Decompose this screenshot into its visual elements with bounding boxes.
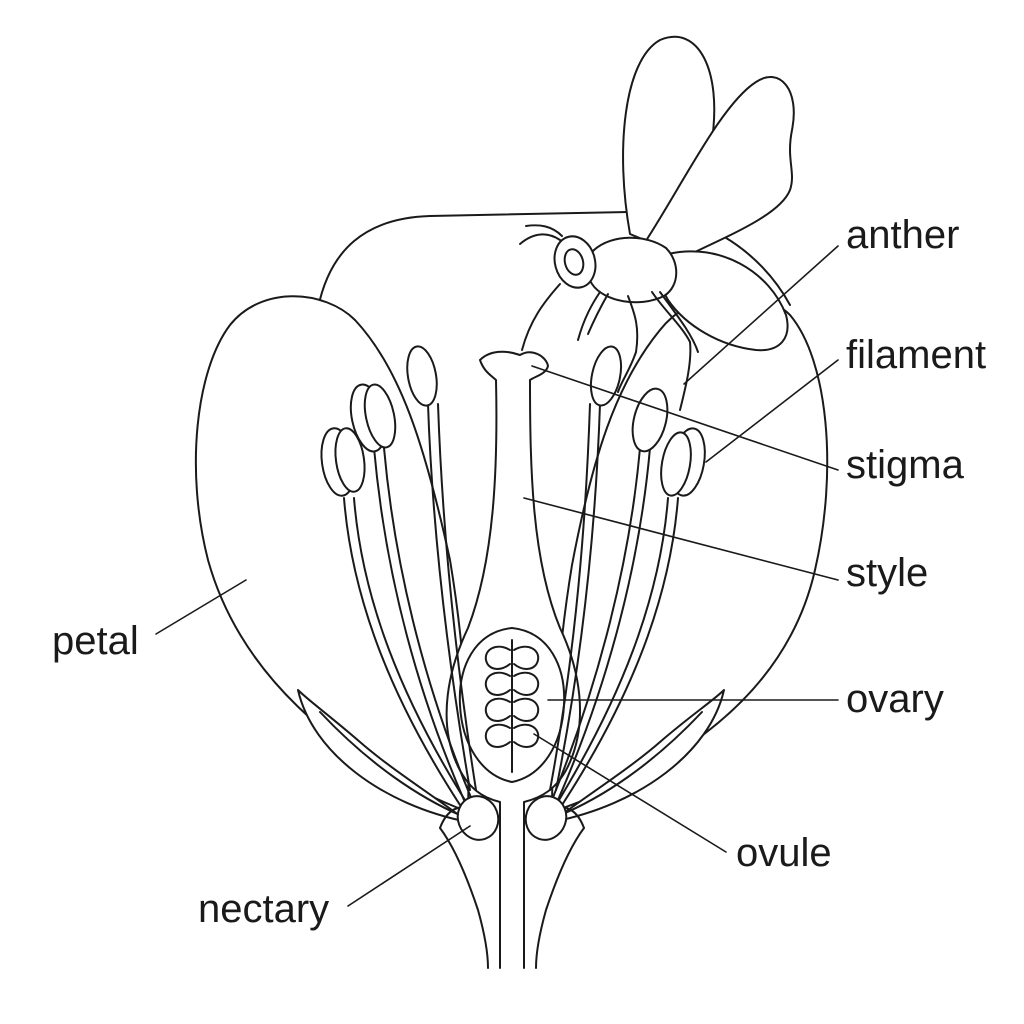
filament: [549, 403, 591, 791]
filament: [551, 447, 641, 801]
filament: [343, 497, 461, 806]
bee-eye: [563, 248, 585, 276]
bee-leg: [521, 283, 561, 351]
stem: [439, 827, 489, 969]
filament-leader: [705, 359, 839, 463]
style-label: style: [846, 551, 928, 595]
ovary-chamber: [458, 627, 566, 783]
anther-icon: [631, 387, 669, 453]
bee-leg: [659, 291, 699, 353]
ovule: [484, 723, 511, 748]
anther-leader: [683, 245, 839, 385]
filament: [383, 447, 473, 801]
stigma-label: stigma: [846, 443, 965, 487]
nectary-icon: [524, 795, 568, 841]
ovule: [513, 671, 540, 696]
bee-leg: [577, 291, 601, 341]
ovule-leader: [533, 733, 727, 853]
bee-leg: [617, 295, 639, 393]
petal-leader: [155, 579, 247, 635]
filament-label: filament: [846, 333, 986, 377]
petal-label: petal: [52, 619, 139, 663]
bee-icon: [519, 35, 795, 411]
filament: [555, 497, 669, 806]
bee-head: [553, 235, 597, 289]
nectary-label: nectary: [198, 887, 329, 931]
bee-leg: [587, 293, 609, 335]
stem-right: [535, 827, 585, 969]
right-sepal-vein: [557, 711, 703, 817]
anther-icon: [660, 431, 692, 497]
anther-icon: [334, 427, 366, 493]
filament: [561, 497, 679, 806]
ovary-label: ovary: [846, 677, 944, 721]
left-petal: [194, 295, 470, 813]
ovule: [513, 645, 540, 670]
filament: [427, 403, 471, 791]
left-sepal: [297, 689, 469, 823]
filament: [557, 447, 651, 801]
nectary-icon: [456, 795, 500, 841]
ovule: [484, 671, 511, 696]
anther-icon: [363, 383, 397, 449]
filament: [437, 403, 477, 791]
style-leader: [523, 497, 839, 581]
bee-antenna: [519, 233, 561, 245]
anther-label: anther: [846, 213, 959, 257]
filament: [555, 403, 601, 791]
ovule: [513, 697, 540, 722]
pistil-outline: [445, 350, 581, 969]
nectary-leader: [347, 825, 471, 907]
filament: [373, 447, 465, 801]
filament: [353, 497, 469, 806]
ovule-label: ovule: [736, 831, 832, 875]
bee-leg: [651, 291, 692, 411]
anther-icon: [406, 345, 438, 407]
bee-antenna: [525, 224, 563, 237]
ovule: [484, 697, 511, 722]
right-sepal: [551, 689, 725, 823]
bee-wing-lower: [639, 76, 795, 261]
ovule: [484, 645, 511, 670]
stigma-leader: [531, 365, 839, 471]
anther-icon: [589, 345, 623, 407]
ovule: [513, 723, 540, 748]
left-sepal-vein: [319, 711, 463, 817]
